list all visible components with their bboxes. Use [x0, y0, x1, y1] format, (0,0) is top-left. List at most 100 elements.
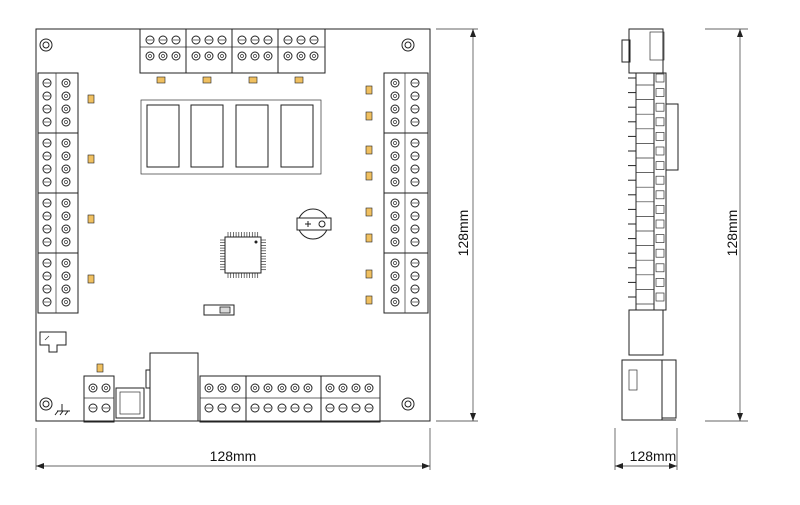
side-height-label: 128mm	[724, 210, 740, 257]
led	[365, 171, 373, 181]
terminal	[325, 383, 335, 413]
terminal	[390, 211, 420, 221]
terminal	[42, 284, 71, 294]
left-terminal-block	[37, 72, 79, 314]
terminal	[204, 383, 214, 413]
led	[87, 154, 95, 164]
terminal	[390, 104, 420, 114]
pin	[628, 73, 665, 86]
terminal	[263, 383, 273, 413]
terminal	[283, 35, 293, 61]
mounting-holes	[39, 38, 415, 411]
terminal	[351, 383, 361, 413]
relay	[190, 104, 224, 168]
terminal	[42, 117, 71, 127]
top-terminal-block	[139, 28, 326, 84]
terminal	[390, 177, 420, 187]
pin	[628, 88, 665, 100]
terminal	[390, 284, 420, 294]
terminal	[42, 138, 71, 148]
terminal	[42, 258, 71, 268]
led	[365, 207, 373, 217]
terminal	[390, 91, 420, 101]
terminal	[42, 78, 71, 88]
pin	[628, 146, 665, 159]
ground-icon	[54, 404, 70, 416]
dip-switch	[203, 304, 235, 316]
terminal	[171, 35, 181, 61]
led	[96, 363, 104, 373]
led	[365, 145, 373, 155]
pin	[628, 234, 665, 246]
terminal	[191, 35, 201, 61]
pin	[628, 190, 665, 203]
side-width-dimension: 128mm	[614, 428, 678, 470]
led	[365, 233, 373, 243]
battery-holder	[296, 208, 332, 240]
terminal	[277, 383, 287, 413]
pin	[628, 102, 665, 115]
terminal	[390, 117, 420, 127]
terminal	[390, 258, 420, 268]
terminal	[390, 138, 420, 148]
relay	[280, 104, 314, 168]
pin	[628, 117, 665, 130]
bottom-terminal-block	[83, 375, 381, 423]
terminal	[101, 383, 111, 413]
pin	[628, 175, 665, 188]
terminal	[42, 91, 71, 101]
front-view: 128mm 128mm	[35, 28, 478, 470]
led	[365, 85, 373, 95]
terminal	[364, 383, 374, 413]
pin	[628, 263, 665, 276]
terminal	[42, 177, 71, 187]
right-terminal-block	[383, 72, 429, 314]
jumper	[39, 331, 67, 353]
usb-connector	[115, 387, 145, 419]
pin	[628, 292, 665, 305]
led	[294, 76, 304, 84]
pin	[628, 205, 665, 217]
terminal	[42, 271, 71, 281]
terminal	[42, 224, 71, 234]
led	[87, 214, 95, 224]
terminal	[390, 198, 420, 208]
terminal	[237, 35, 247, 61]
terminal	[296, 35, 306, 61]
led	[365, 295, 373, 305]
terminal	[42, 211, 71, 221]
terminal	[390, 164, 420, 174]
terminal	[42, 297, 71, 307]
terminal	[309, 35, 319, 61]
pin	[628, 278, 665, 290]
led	[365, 269, 373, 279]
led	[87, 94, 95, 104]
terminal	[42, 164, 71, 174]
height-dimension: 128mm	[436, 28, 478, 422]
relay	[146, 104, 180, 168]
width-dimension: 128mm	[35, 428, 431, 470]
pin	[628, 219, 665, 232]
terminal	[42, 104, 71, 114]
terminal	[231, 383, 241, 413]
height-label: 128mm	[455, 210, 471, 257]
side-width-label: 128mm	[630, 448, 677, 464]
terminal	[145, 35, 155, 61]
terminal	[290, 383, 300, 413]
terminal	[217, 35, 227, 61]
relay	[235, 104, 269, 168]
terminal	[42, 198, 71, 208]
terminal	[250, 35, 260, 61]
led	[248, 76, 258, 84]
terminal	[88, 383, 98, 413]
side-height-dimension: 128mm	[705, 28, 748, 422]
led	[365, 111, 373, 121]
terminal	[217, 383, 227, 413]
side-pins	[628, 73, 665, 305]
terminal	[390, 297, 420, 307]
terminal	[338, 383, 348, 413]
mounting-hole	[39, 397, 53, 411]
led	[87, 274, 95, 284]
pin	[628, 248, 665, 261]
